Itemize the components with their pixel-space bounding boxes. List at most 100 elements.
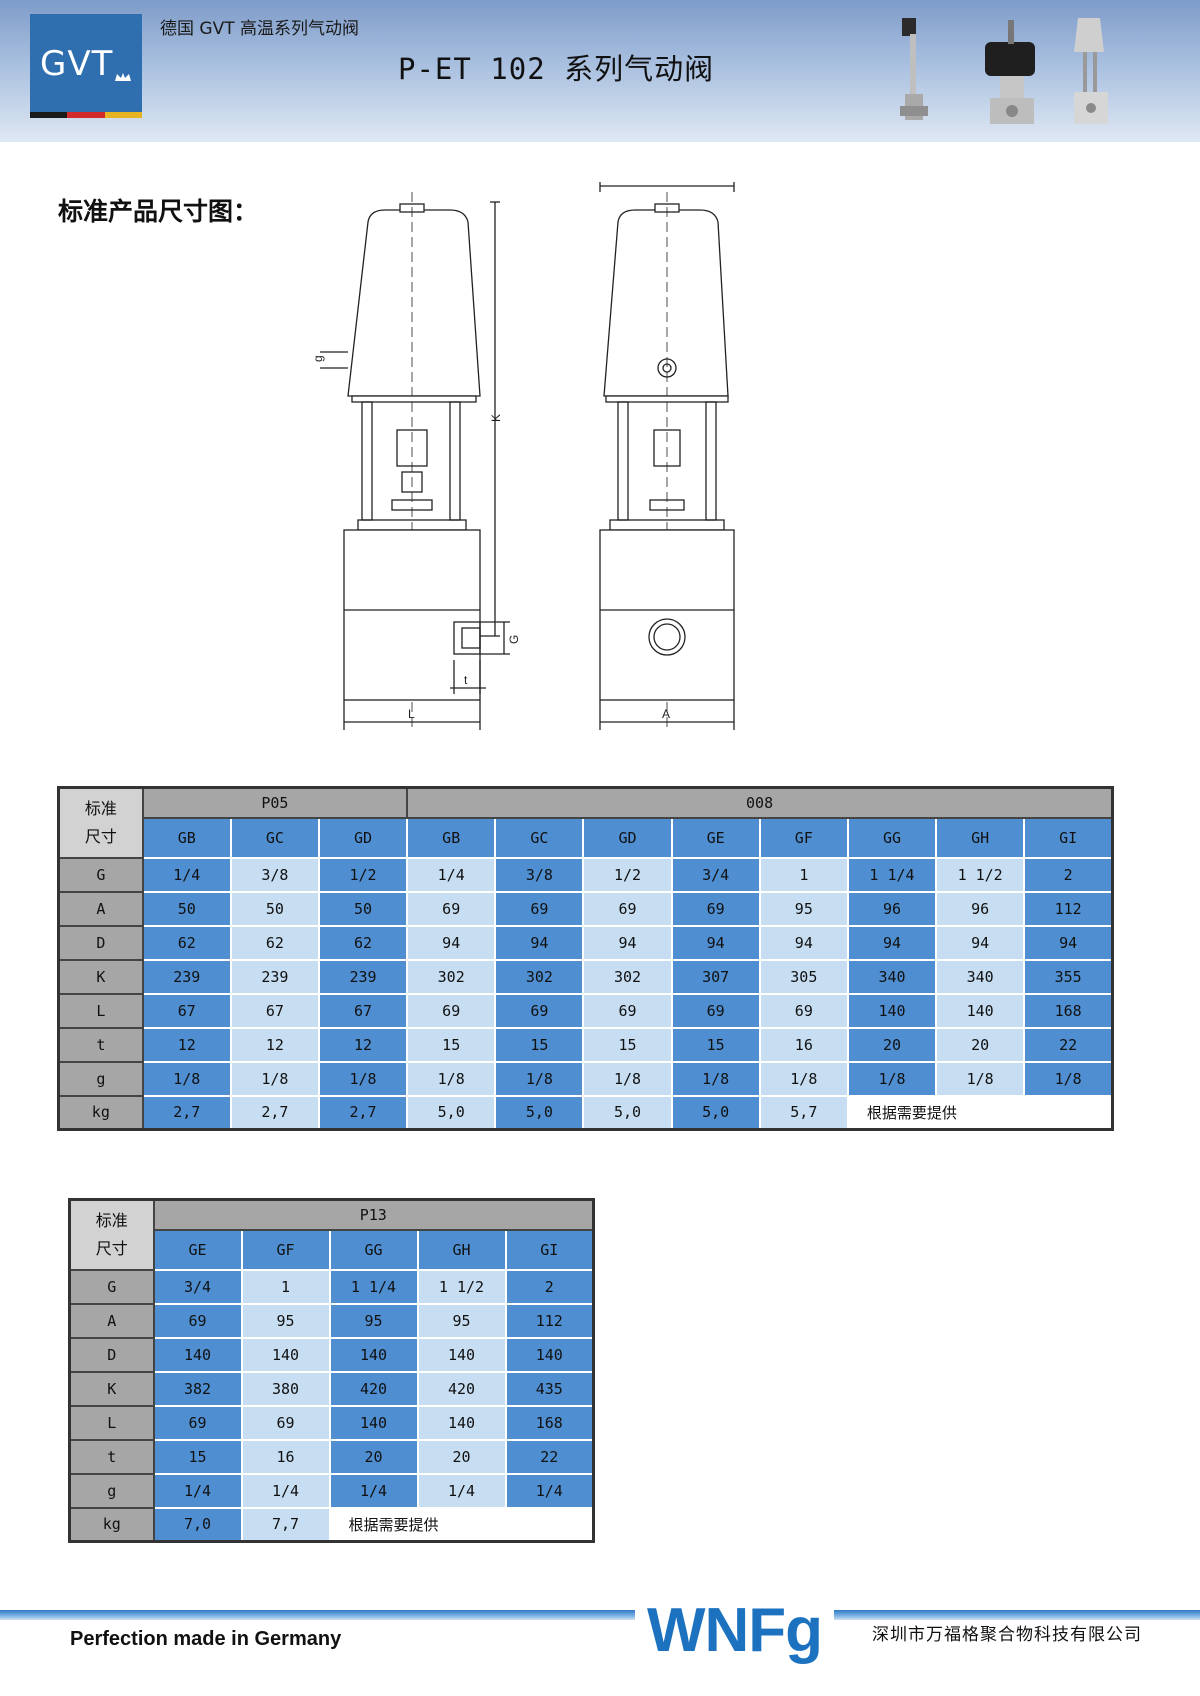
table-cell: 140 [328, 1404, 419, 1441]
table-cell: 7,7 [240, 1506, 331, 1543]
row-label: kg [57, 1094, 144, 1131]
corner-label-standard: 标准 [84, 798, 117, 818]
column-header: GE [670, 816, 761, 859]
table-cell: 1/8 [406, 1060, 497, 1097]
series-group-header: 008 [406, 786, 1114, 819]
row-label: t [68, 1438, 155, 1475]
table-cell: 2 [504, 1268, 595, 1305]
table-cell: 15 [406, 1026, 497, 1063]
table-cell: 67 [229, 992, 320, 1029]
column-header: GG [846, 816, 938, 859]
table-cell: 69 [582, 992, 673, 1029]
table-cell: 3/4 [670, 856, 761, 893]
table-cell: 94 [846, 924, 938, 961]
table-cell: 95 [240, 1302, 331, 1339]
table-cell: 1/8 [141, 1060, 232, 1097]
column-header: GB [141, 816, 232, 859]
table-cell: 69 [494, 890, 585, 927]
table-cell: 140 [152, 1336, 243, 1373]
availability-note: 根据需要提供 [846, 1094, 1114, 1131]
row-label: g [68, 1472, 155, 1509]
flag-stripe-gold [104, 112, 142, 118]
table-cell: 22 [1023, 1026, 1114, 1063]
table-cell: 5,0 [406, 1094, 497, 1131]
table-cell: 12 [141, 1026, 232, 1063]
flag-stripe [30, 112, 142, 118]
table-cell: 1/2 [582, 856, 673, 893]
table-cell: 15 [582, 1026, 673, 1063]
table-cell: 95 [416, 1302, 507, 1339]
table-cell: 302 [494, 958, 585, 995]
table-cell: 94 [1023, 924, 1114, 961]
footer-slogan: Perfection made in Germany [70, 1628, 342, 1650]
front-view [599, 182, 735, 730]
row-label: K [68, 1370, 155, 1407]
product-photo-3 [1074, 18, 1108, 124]
table-cell: 50 [229, 890, 320, 927]
table-cell: 94 [494, 924, 585, 961]
table-cell: 5,0 [670, 1094, 761, 1131]
column-header: GI [1023, 816, 1114, 859]
logo-text: GVT [40, 44, 114, 84]
table-cell: 302 [582, 958, 673, 995]
table-cell: 15 [670, 1026, 761, 1063]
table-cell: 1 1/4 [846, 856, 938, 893]
column-header: GI [504, 1228, 595, 1271]
table-cell: 355 [1023, 958, 1114, 995]
table-cell: 239 [317, 958, 409, 995]
table-cell: 67 [141, 992, 232, 1029]
table-cell: 3/4 [152, 1268, 243, 1305]
row-label: g [57, 1060, 144, 1097]
table-cell: 340 [935, 958, 1026, 995]
table-cell: 62 [229, 924, 320, 961]
table-cell: 20 [416, 1438, 507, 1475]
table-cell: 302 [406, 958, 497, 995]
table-cell: 1/8 [229, 1060, 320, 1097]
dim-label-t: t [464, 673, 468, 687]
column-header: GD [582, 816, 673, 859]
table-cell: 5,7 [758, 1094, 849, 1131]
row-label: A [57, 890, 144, 927]
table-cell: 95 [758, 890, 849, 927]
row-label: K [57, 958, 144, 995]
row-label: t [57, 1026, 144, 1063]
table-cell: 112 [504, 1302, 595, 1339]
table-cell: 95 [328, 1302, 419, 1339]
corner-label-standard: 标准 [95, 1210, 128, 1230]
table-cell: 140 [846, 992, 938, 1029]
table-cell: 1/4 [152, 1472, 243, 1509]
table-cell: 69 [406, 890, 497, 927]
table-cell: 420 [416, 1370, 507, 1407]
table-cell: 1/8 [670, 1060, 761, 1097]
table-cell: 1/8 [1023, 1060, 1114, 1097]
table-cell: 1 1/4 [328, 1268, 419, 1305]
table-cell: 140 [416, 1336, 507, 1373]
table-cell: 435 [504, 1370, 595, 1407]
table-cell: 20 [935, 1026, 1026, 1063]
table-cell: 94 [406, 924, 497, 961]
table-cell: 1 [758, 856, 849, 893]
row-label: G [68, 1268, 155, 1305]
product-photo-1 [900, 18, 928, 120]
table-cell: 50 [141, 890, 232, 927]
table-cell: 12 [317, 1026, 409, 1063]
dim-label-G: G [507, 635, 521, 644]
table-corner: 标准尺寸 [57, 786, 144, 859]
availability-note: 根据需要提供 [328, 1506, 595, 1543]
table-cell: 94 [758, 924, 849, 961]
column-header: GC [494, 816, 585, 859]
